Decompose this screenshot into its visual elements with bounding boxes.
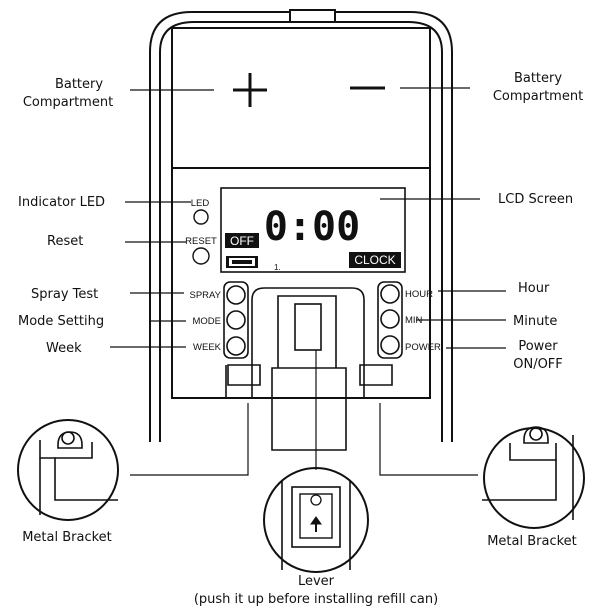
control-panel [171,168,431,399]
lcd-off-bg [225,233,259,248]
right-bracket-detail [482,426,585,529]
spray-button [226,285,246,305]
spray-label: SPRAY [189,290,221,301]
hour-callout-label: Hour [518,281,550,296]
battery-left-line2: Compartment [23,95,113,110]
reset-button [192,247,210,265]
hour-label: HOUR [405,289,433,300]
lcd-mark: 1. [274,263,281,272]
lcd-clock-bg [349,252,401,268]
lcd-screen [220,187,406,273]
callout-lines [110,87,506,476]
min-button [380,309,400,329]
reset-callout-label: Reset [47,234,83,249]
mode-label: MODE [193,316,222,327]
week-callout-label: Week [46,341,82,356]
battery-left-line1: Battery [55,77,103,92]
device-housing [149,9,453,442]
minute-callout-label: Minute [513,314,557,329]
right-buttons [377,281,403,359]
lever-detail [263,467,369,573]
battery-right-line1: Battery [514,71,562,86]
right-bracket-line [379,403,478,476]
led-indicator [193,209,209,225]
week-button [226,336,246,356]
metal-bracket-right-label: Metal Bracket [487,534,577,549]
lcd-time: 0:00 [264,204,360,250]
spray-test-label: Spray Test [31,287,98,302]
lcd-off: OFF [230,234,254,248]
lcd-screen-label: LCD Screen [498,192,573,207]
indicator-led-label: Indicator LED [18,195,105,210]
left-buttons [223,281,249,359]
left-bracket-line [130,403,249,476]
week-label: WEEK [193,342,222,353]
lever-instruction: (push it up before installing refill can… [194,592,438,607]
power-label: POWER [405,342,441,353]
led-label: LED [191,198,210,209]
battery-polarity [233,73,385,107]
reset-label: RESET [185,236,217,247]
power-button [380,335,400,355]
metal-bracket-left-label: Metal Bracket [22,530,112,545]
min-label: MIN [405,315,423,326]
battery-compartment [171,27,431,169]
battery-right-line2: Compartment [493,89,583,104]
left-bracket-detail [17,419,119,521]
hour-button [380,284,400,304]
mode-setting-label: Mode Settihg [18,314,104,329]
led-reset-group [192,209,210,265]
power-label-line1: Power [518,339,558,354]
lcd-clock: CLOCK [354,253,395,267]
mode-button [226,310,246,330]
lever-assembly [225,287,393,451]
lever-label: Lever [298,574,335,589]
power-label-line2: ON/OFF [513,357,563,372]
